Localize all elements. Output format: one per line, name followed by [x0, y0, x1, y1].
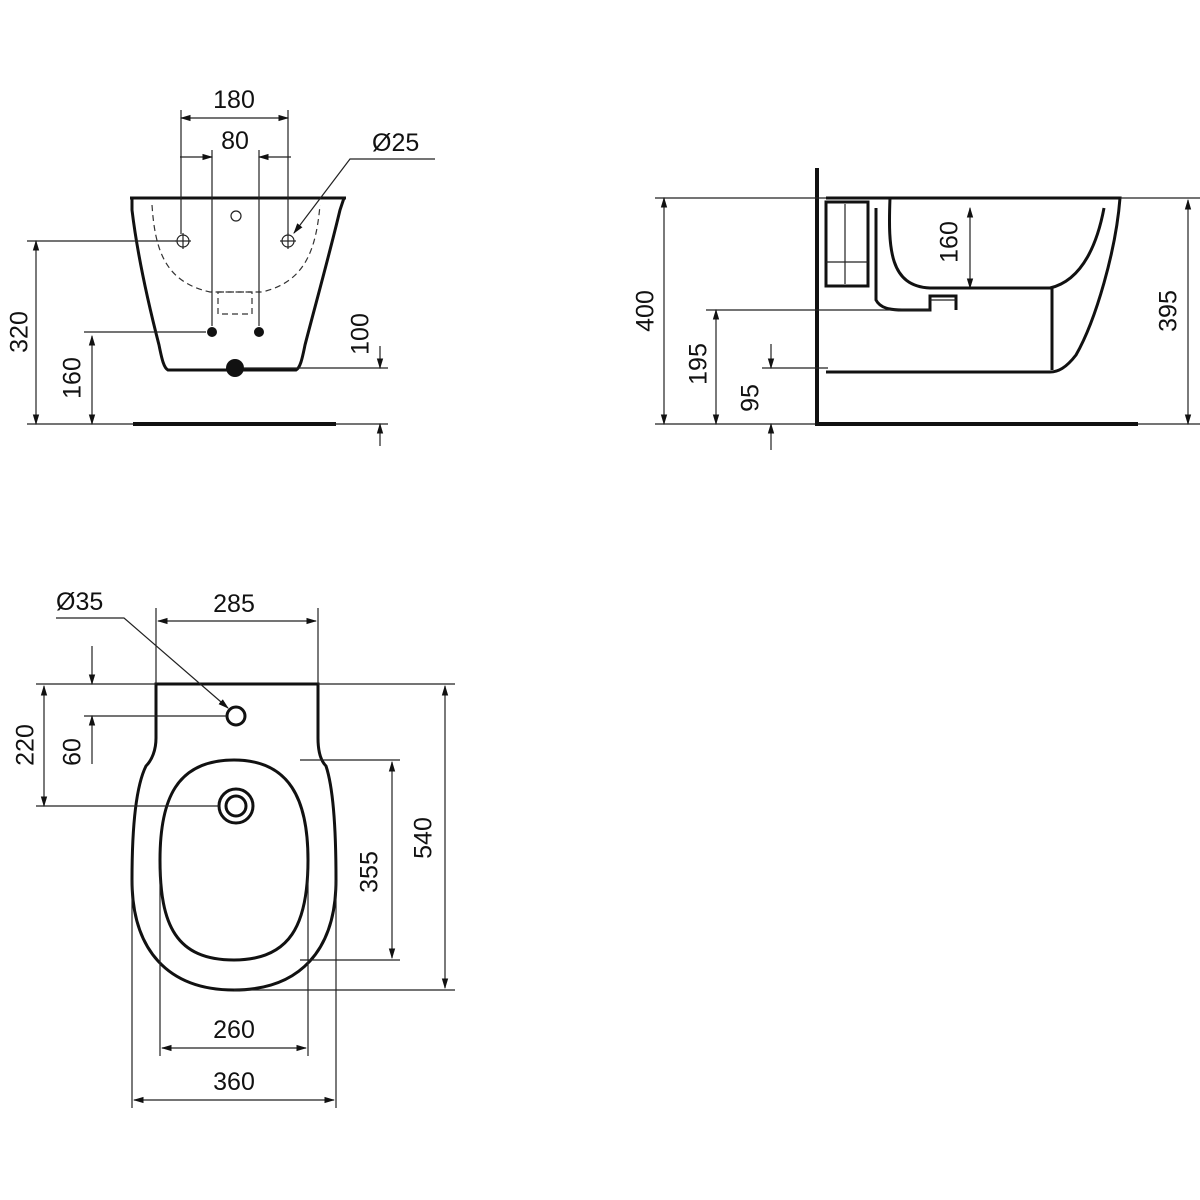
side-body-outline	[826, 196, 1122, 374]
dim-top-260: 260	[213, 1016, 255, 1044]
dim-top-220: 220	[12, 724, 40, 766]
dim-front-160: 160	[59, 357, 87, 399]
front-center-hole-icon	[230, 210, 242, 222]
dim-side-395: 395	[1155, 290, 1183, 332]
front-bowl-outline	[130, 196, 347, 372]
dim-side-195: 195	[685, 343, 713, 385]
dim-top-60: 60	[59, 738, 87, 766]
front-supply-hole-left	[207, 327, 217, 337]
top-drain-outer	[217, 787, 255, 825]
dim-side-160: 160	[936, 221, 964, 263]
dim-side-95: 95	[737, 384, 765, 412]
front-supply-hole-right	[254, 327, 264, 337]
dim-front-180: 180	[213, 86, 255, 114]
side-outlet-pipe	[874, 208, 958, 312]
side-mounting-bracket	[824, 200, 870, 288]
dim-front-80: 80	[221, 127, 249, 155]
front-waste-hole	[226, 359, 244, 377]
front-outlet-dashed	[217, 291, 253, 315]
dim-top-360: 360	[213, 1068, 255, 1096]
top-view: Ø35 285 220 60 355 540 260 360	[12, 588, 455, 1108]
top-inner-bowl	[158, 758, 310, 962]
front-view: 180 80 Ø25 320 160 100	[6, 86, 435, 446]
top-drain-inner	[224, 794, 248, 818]
dim-front-100: 100	[347, 313, 375, 355]
dim-top-d35: Ø35	[56, 588, 103, 616]
dim-front-d25: Ø25	[372, 129, 419, 157]
front-tap-marker-right	[280, 233, 296, 249]
top-outer-outline	[130, 682, 338, 992]
dim-top-355: 355	[356, 851, 384, 893]
dim-top-285: 285	[213, 590, 255, 618]
side-view: 400 160 395 195 95	[632, 168, 1200, 450]
dim-front-320: 320	[6, 311, 34, 353]
side-inner-bowl	[887, 197, 1106, 290]
top-tap-hole	[225, 705, 247, 727]
dim-side-400: 400	[632, 290, 660, 332]
dim-top-540: 540	[410, 817, 438, 859]
front-tap-marker-left	[175, 233, 191, 249]
front-inner-bowl-dashed	[151, 204, 321, 293]
